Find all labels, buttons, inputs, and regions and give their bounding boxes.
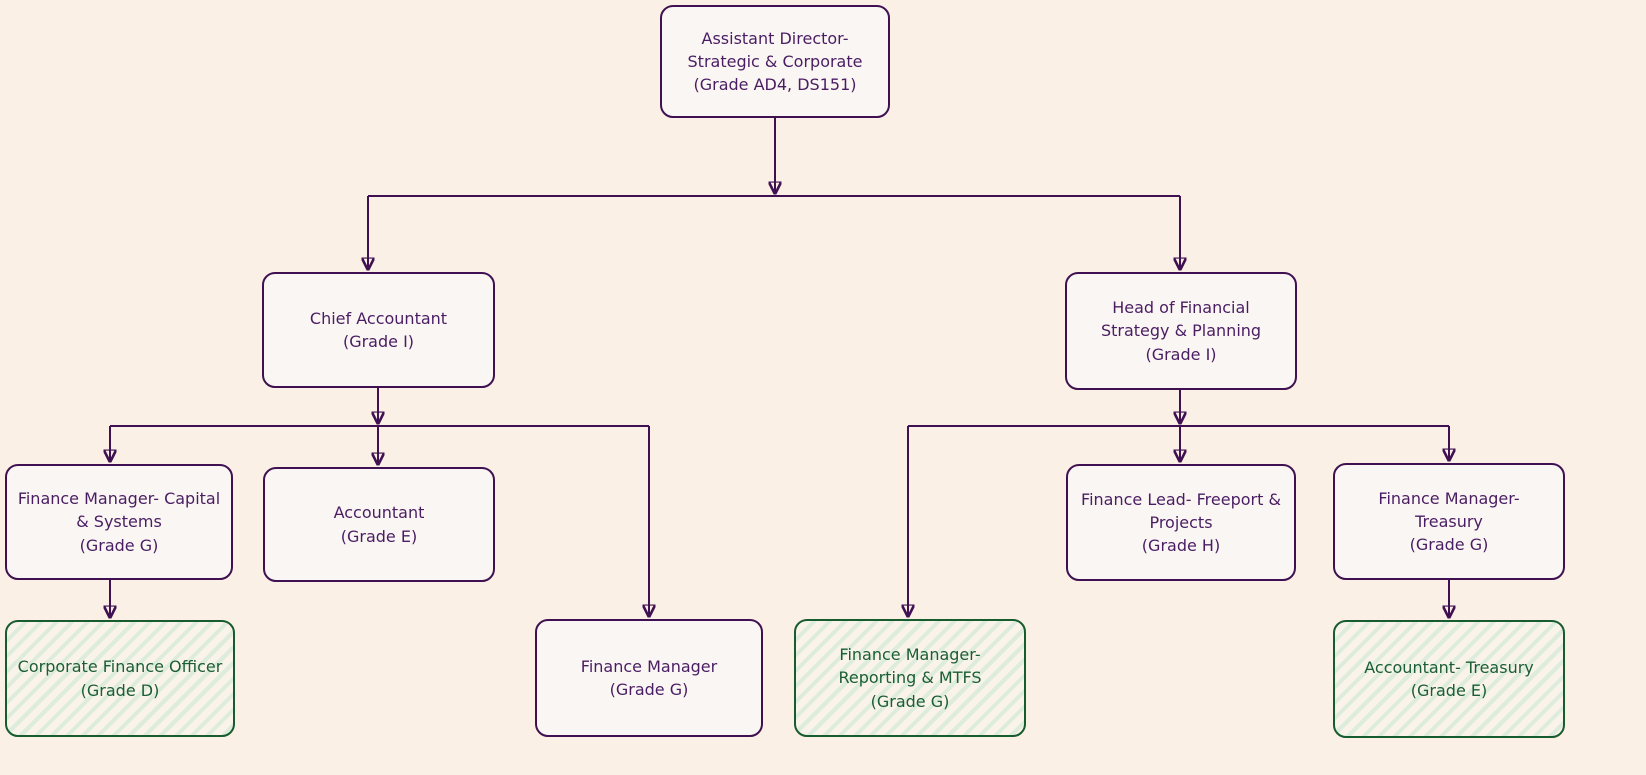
node-label: Corporate Finance Officer (Grade D) [17,657,223,700]
node-label: Finance Manager- Capital & Systems (Grad… [17,489,221,555]
node-label: Head of Financial Strategy & Planning (G… [1100,298,1262,364]
node-accountant: Accountant (Grade E) [263,467,495,582]
node-finance-lead-freeport-projects: Finance Lead- Freeport & Projects (Grade… [1066,464,1296,581]
node-label: Finance Lead- Freeport & Projects (Grade… [1081,489,1281,556]
node-label: Finance Manager- Treasury (Grade G) [1378,488,1520,555]
node-label: Accountant (Grade E) [333,503,425,546]
node-finance-manager: Finance Manager (Grade G) [535,619,763,737]
node-label: Finance Manager- Reporting & MTFS (Grade… [838,645,982,711]
node-label: Chief Accountant (Grade I) [309,308,448,351]
node-head-financial-strategy-planning: Head of Financial Strategy & Planning (G… [1065,272,1297,390]
node-label: Assistant Director- Strategic & Corporat… [687,28,863,95]
node-corporate-finance-officer: Corporate Finance Officer (Grade D) [5,620,235,737]
node-finance-manager-treasury: Finance Manager- Treasury (Grade G) [1333,463,1565,580]
node-label: Finance Manager (Grade G) [580,656,718,699]
node-chief-accountant: Chief Accountant (Grade I) [262,272,495,388]
node-finance-manager-capital-systems: Finance Manager- Capital & Systems (Grad… [5,464,233,580]
node-label: Accountant- Treasury (Grade E) [1364,657,1534,700]
node-accountant-treasury: Accountant- Treasury (Grade E) [1333,620,1565,738]
node-finance-manager-reporting-mtfs: Finance Manager- Reporting & MTFS (Grade… [794,619,1026,737]
node-assistant-director: Assistant Director- Strategic & Corporat… [660,5,890,118]
